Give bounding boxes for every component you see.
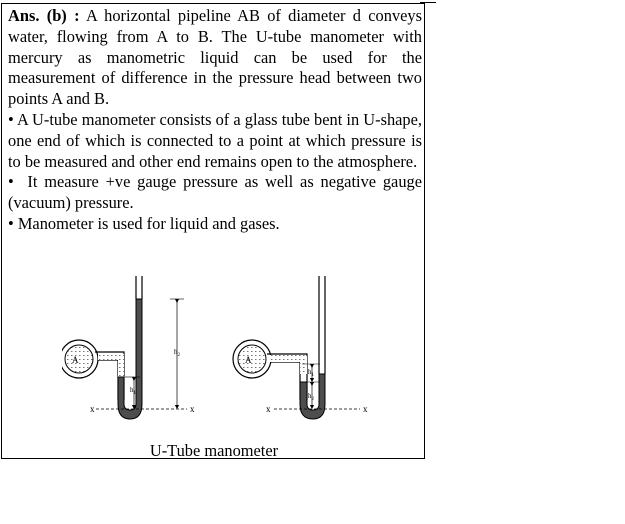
answer-body: A horizontal pipeline AB of diameter d c…: [8, 6, 422, 109]
right-manometer: A x x h1 h2: [232, 276, 368, 420]
right-h1-label: h1: [308, 368, 315, 378]
left-h2-label: h2: [174, 348, 181, 358]
bullet-icon: •: [8, 109, 14, 129]
bullet-item: • Manometer is used for liquid and gases…: [8, 214, 422, 235]
left-datum-x-right: x: [190, 404, 195, 414]
answer-prefix: Ans. (b) :: [8, 6, 80, 25]
answer-paragraph: Ans. (b) : A horizontal pipeline AB of d…: [8, 6, 422, 110]
right-datum-x-right: x: [363, 404, 368, 414]
bullet-text: It measure +ve gauge pressure as well as…: [8, 172, 422, 213]
right-datum-x: x: [266, 404, 271, 414]
answer-text: Ans. (b) : A horizontal pipeline AB of d…: [8, 6, 422, 235]
bullet-item: • A U-tube manometer consists of a glass…: [8, 110, 422, 172]
right-pipe-label: A: [245, 355, 252, 365]
bullet-text: A U-tube manometer consists of a glass t…: [8, 109, 422, 171]
left-datum-x: x: [90, 404, 95, 414]
left-h1-label: h1: [130, 386, 137, 396]
u-tube-manometer-figure: A x x h1 h2 A: [62, 276, 368, 420]
left-pipe-label: A: [72, 355, 79, 365]
page-top-rule: [420, 2, 436, 3]
bullet-icon: •: [8, 213, 14, 233]
answer-box: Ans. (b) : A horizontal pipeline AB of d…: [1, 3, 425, 460]
right-h2-label: h2: [308, 392, 315, 402]
bullet-icon: •: [8, 172, 14, 192]
figure-caption: U-Tube manometer: [149, 441, 279, 460]
left-manometer: A x x h1 h2: [62, 276, 195, 420]
bullet-item: • It measure +ve gauge pressure as well …: [8, 172, 422, 214]
bullet-text: Manometer is used for liquid and gases.: [17, 213, 280, 233]
